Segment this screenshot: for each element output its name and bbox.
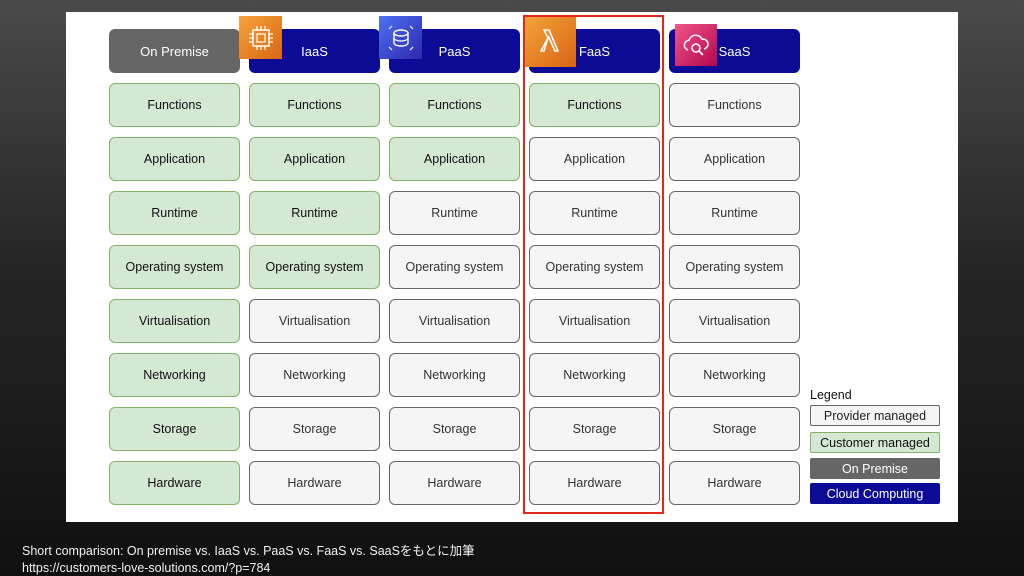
database-service-icon bbox=[379, 16, 422, 59]
layer-cell-application: Application bbox=[249, 137, 380, 181]
layer-cell-functions: Functions bbox=[669, 83, 800, 127]
column-header-label: IaaS bbox=[301, 43, 328, 59]
layer-cell-virtualisation: Virtualisation bbox=[669, 299, 800, 343]
layer-cell-runtime: Runtime bbox=[109, 191, 240, 235]
column-header: On Premise bbox=[109, 29, 240, 73]
layer-cell-networking: Networking bbox=[529, 353, 660, 397]
legend-provider-managed: Provider managed bbox=[810, 405, 940, 426]
layer-cell-virtualisation: Virtualisation bbox=[109, 299, 240, 343]
layer-cell-storage: Storage bbox=[109, 407, 240, 451]
column-header-label: On Premise bbox=[140, 43, 209, 59]
layer-cell-hardware: Hardware bbox=[389, 461, 520, 505]
layer-cell-application: Application bbox=[389, 137, 520, 181]
layer-cell-functions: Functions bbox=[249, 83, 380, 127]
layer-cell-application: Application bbox=[669, 137, 800, 181]
legend-title: Legend bbox=[810, 388, 852, 402]
layer-cell-runtime: Runtime bbox=[249, 191, 380, 235]
legend-on-premise: On Premise bbox=[810, 458, 940, 479]
layer-cell-networking: Networking bbox=[389, 353, 520, 397]
layer-cell-operating-system: Operating system bbox=[109, 245, 240, 289]
caption-source-title: Short comparison: On premise vs. IaaS vs… bbox=[22, 544, 475, 558]
layer-cell-runtime: Runtime bbox=[389, 191, 520, 235]
layer-cell-networking: Networking bbox=[249, 353, 380, 397]
layer-cell-functions: Functions bbox=[109, 83, 240, 127]
layer-cell-operating-system: Operating system bbox=[389, 245, 520, 289]
layer-cell-application: Application bbox=[109, 137, 240, 181]
column-header-label: FaaS bbox=[578, 43, 611, 59]
layer-cell-storage: Storage bbox=[249, 407, 380, 451]
lambda-icon bbox=[524, 15, 576, 67]
layer-cell-functions: Functions bbox=[389, 83, 520, 127]
column-header-label: PaaS bbox=[438, 43, 471, 59]
layer-cell-hardware: Hardware bbox=[669, 461, 800, 505]
ec2-instance-icon bbox=[239, 16, 282, 59]
layer-cell-operating-system: Operating system bbox=[529, 245, 660, 289]
layer-cell-storage: Storage bbox=[669, 407, 800, 451]
layer-cell-functions: Functions bbox=[529, 83, 660, 127]
layer-cell-virtualisation: Virtualisation bbox=[249, 299, 380, 343]
layer-cell-hardware: Hardware bbox=[249, 461, 380, 505]
layer-cell-runtime: Runtime bbox=[669, 191, 800, 235]
layer-cell-networking: Networking bbox=[669, 353, 800, 397]
layer-cell-operating-system: Operating system bbox=[249, 245, 380, 289]
layer-cell-storage: Storage bbox=[529, 407, 660, 451]
layer-cell-operating-system: Operating system bbox=[669, 245, 800, 289]
legend-customer-managed: Customer managed bbox=[810, 432, 940, 453]
layer-cell-hardware: Hardware bbox=[529, 461, 660, 505]
legend-cloud-computing: Cloud Computing bbox=[810, 483, 940, 504]
layer-cell-networking: Networking bbox=[109, 353, 240, 397]
layer-cell-storage: Storage bbox=[389, 407, 520, 451]
layer-cell-hardware: Hardware bbox=[109, 461, 240, 505]
caption-source-url[interactable]: https://customers-love-solutions.com/?p=… bbox=[22, 561, 271, 575]
layer-cell-application: Application bbox=[529, 137, 660, 181]
layer-cell-runtime: Runtime bbox=[529, 191, 660, 235]
layer-cell-virtualisation: Virtualisation bbox=[529, 299, 660, 343]
layer-cell-virtualisation: Virtualisation bbox=[389, 299, 520, 343]
column-header-label: SaaS bbox=[718, 43, 751, 59]
cloud-search-icon bbox=[675, 24, 717, 66]
